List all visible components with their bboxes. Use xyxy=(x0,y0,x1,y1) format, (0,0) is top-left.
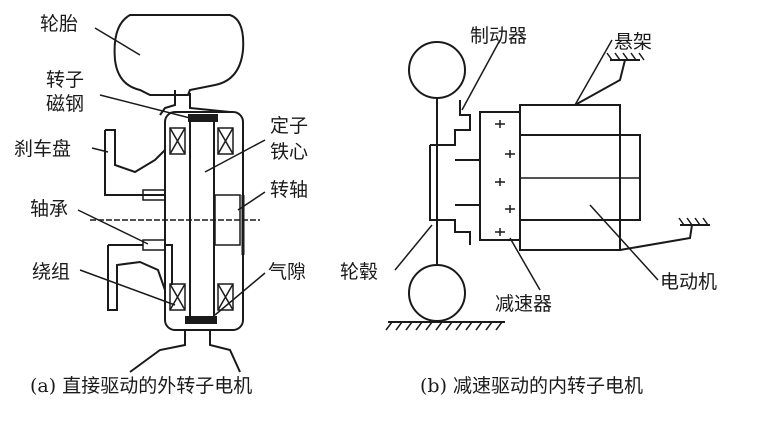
suspension-bottom-hatch xyxy=(678,217,709,226)
suspension-top-hatch xyxy=(606,52,645,61)
label-hub: 轮毂 xyxy=(340,261,378,283)
rotor-magnet-bottom xyxy=(185,316,217,324)
caption-b: (b) 减速驱动的内转子电机 xyxy=(420,375,643,397)
bearing-bottom xyxy=(142,239,166,251)
hub-shape xyxy=(429,100,480,245)
label-stator-core-line2: 铁心 xyxy=(270,141,308,163)
brake-disc-shape xyxy=(104,129,166,196)
outer-rotor-motor-drawing xyxy=(90,14,260,373)
label-reducer: 减速器 xyxy=(495,293,552,315)
label-rotor-magnet-line2: 磁钢 xyxy=(46,93,84,115)
inner-rotor-motor-drawing xyxy=(385,41,710,331)
rotor-magnet-top xyxy=(188,114,218,122)
label-suspension: 悬架 xyxy=(614,31,652,53)
lower-rim xyxy=(129,330,241,373)
gear-marks xyxy=(495,120,515,236)
label-brake-disc: 刹车盘 xyxy=(14,138,71,160)
label-winding: 绕组 xyxy=(32,261,70,283)
leader-lines-b xyxy=(394,39,659,291)
reducer-block xyxy=(479,111,521,241)
label-shaft: 转轴 xyxy=(270,179,308,201)
winding-coils xyxy=(169,127,234,311)
suspension-bottom xyxy=(619,224,710,251)
suspension-top xyxy=(574,59,640,106)
tire-shape xyxy=(113,14,245,96)
label-tire: 轮胎 xyxy=(40,13,78,35)
caption-a: (a) 直接驱动的外转子电机 xyxy=(30,375,252,397)
label-air-gap: 气隙 xyxy=(268,261,306,283)
label-brake: 制动器 xyxy=(470,25,527,47)
lower-hub-shape xyxy=(107,244,173,311)
wheel-bottom xyxy=(408,264,466,322)
label-bearing: 轴承 xyxy=(30,198,68,220)
ground-hatch xyxy=(385,321,503,331)
label-stator-core-line1: 定子 xyxy=(270,115,308,137)
label-motor: 电动机 xyxy=(660,271,717,293)
bearing-top xyxy=(142,189,166,201)
leader-lines-a xyxy=(77,27,266,316)
wheel-top xyxy=(408,41,466,99)
label-rotor-magnet-line1: 转子 xyxy=(46,69,84,91)
